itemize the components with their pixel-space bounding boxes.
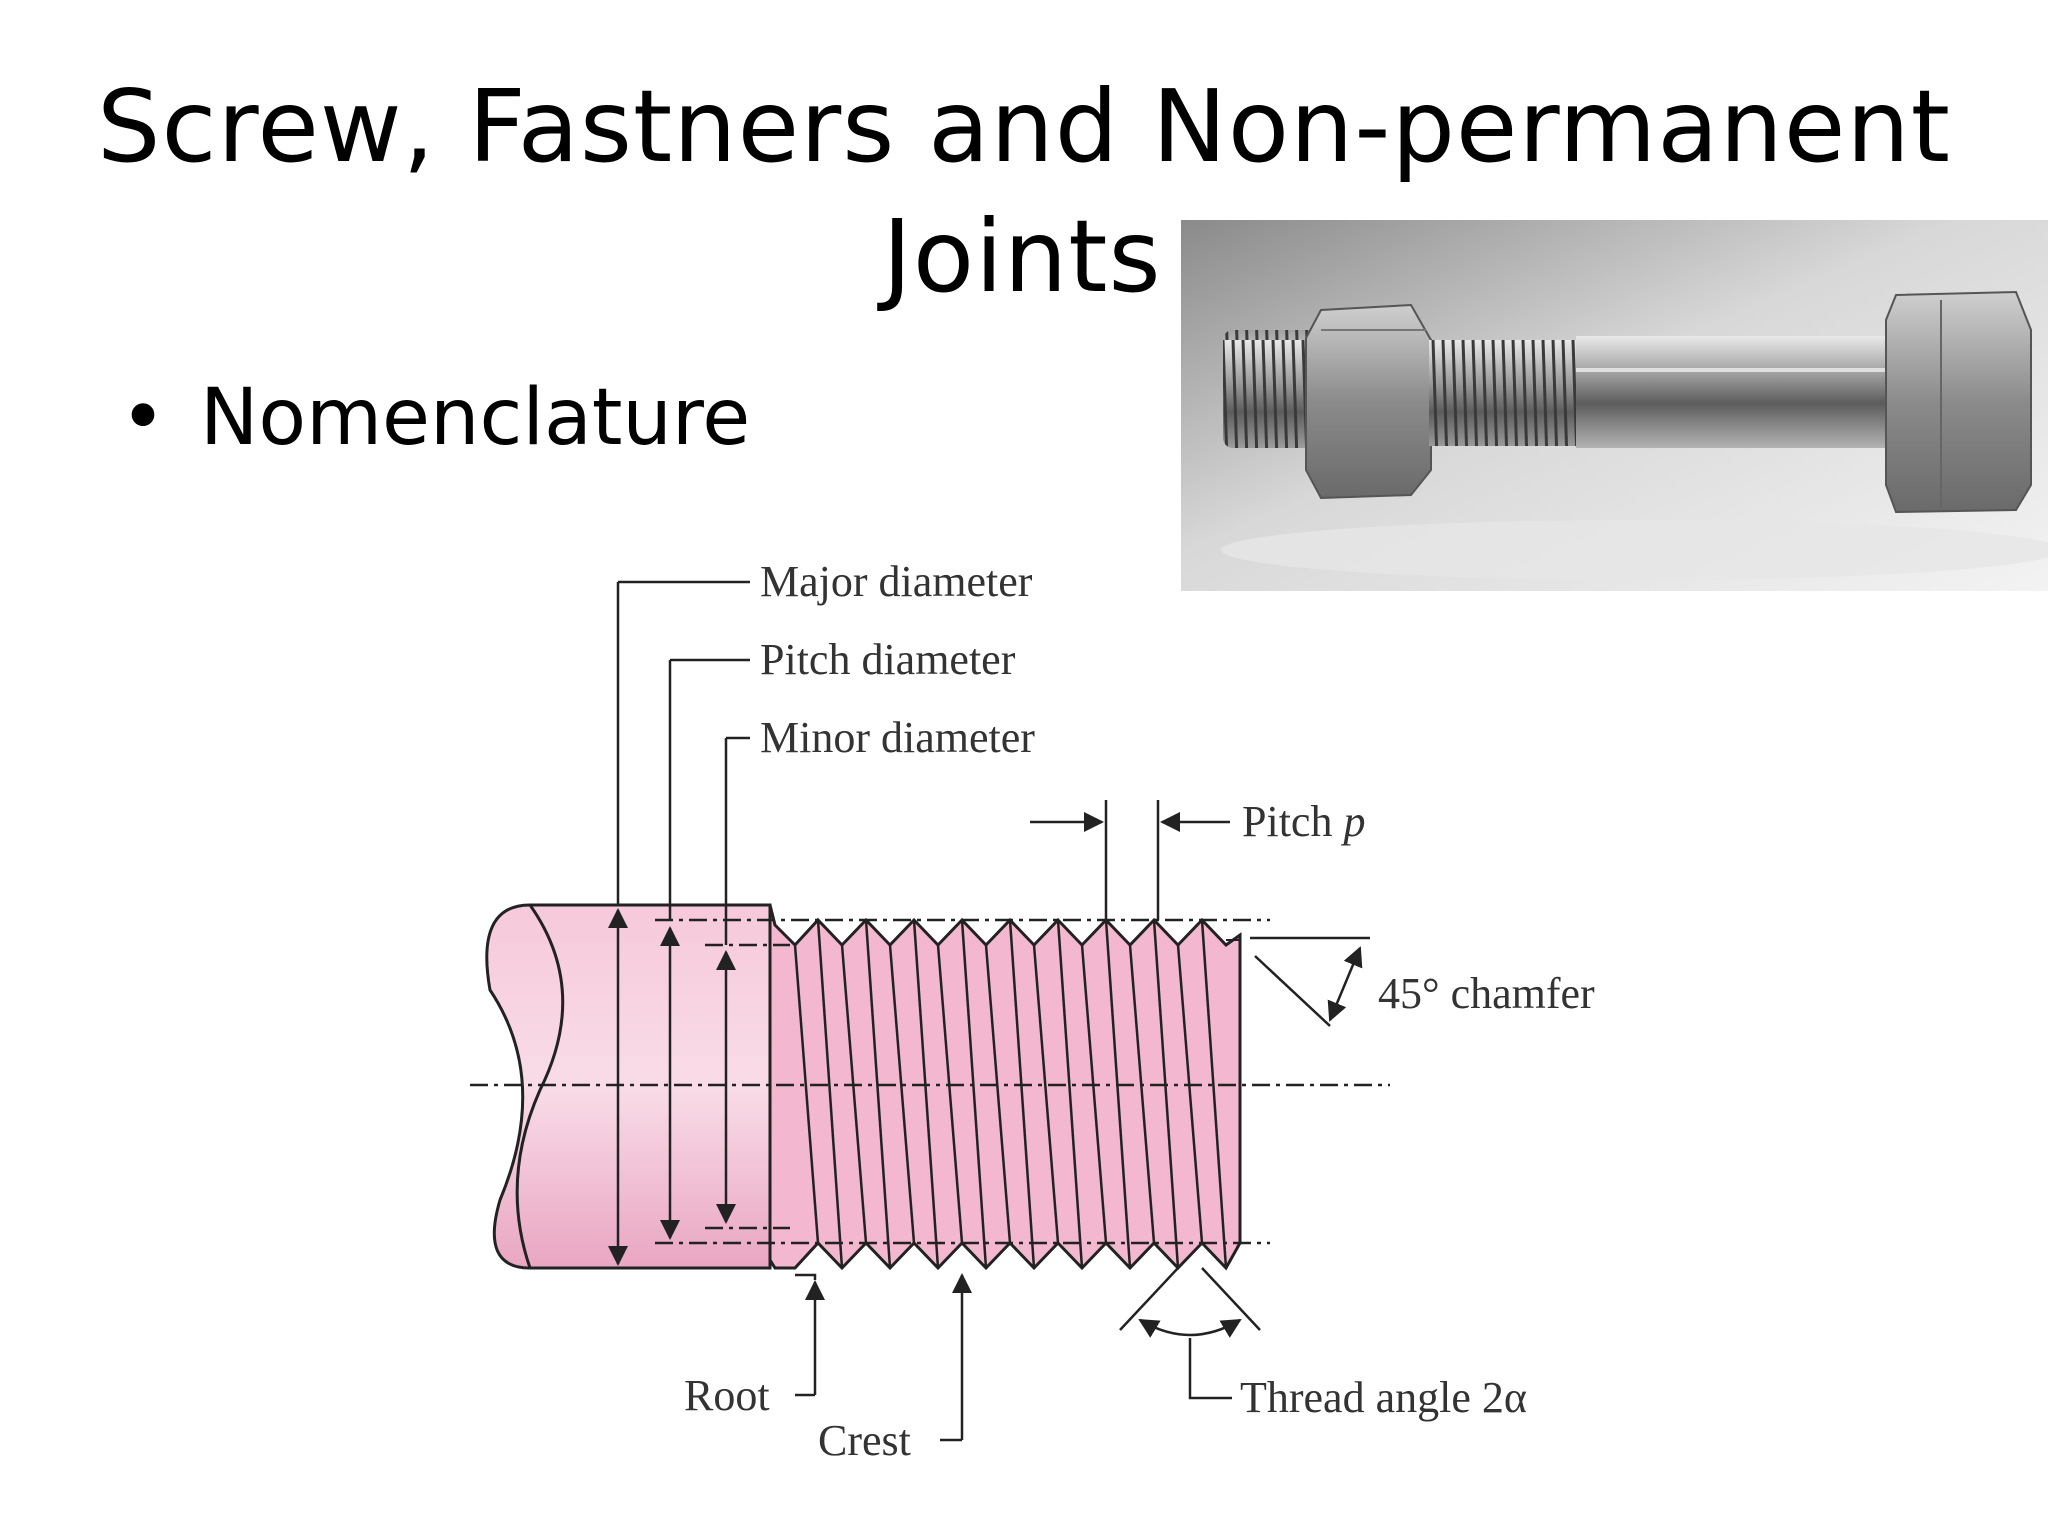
threaded-body [768,904,1242,1271]
thread-nomenclature-diagram: Major diameter Pitch diameter Minor diam… [470,560,1595,1460]
title-line-2: Joints [882,198,1162,315]
bolt-photo [1181,220,2048,591]
label-major-diameter: Major diameter [760,560,1033,606]
label-pitch: Pitch p [1242,797,1365,846]
title-line-1: Screw, Fastners and Non-permanent [97,68,1951,185]
label-minor-diameter: Minor diameter [760,713,1035,762]
label-pitch-diameter: Pitch diameter [760,635,1016,684]
bullet-symbol: • [120,373,167,463]
slide-title: Screw, Fastners and Non-permanent Joints [0,62,2048,322]
label-crest: Crest [818,1416,911,1460]
label-root: Root [684,1371,770,1420]
bullet-text: Nomenclature [200,373,751,463]
label-thread-angle: Thread angle 2α [1240,1373,1527,1422]
label-chamfer: 45° chamfer [1378,969,1595,1018]
shank [485,903,772,1270]
bullet-item: • Nomenclature [120,368,750,468]
